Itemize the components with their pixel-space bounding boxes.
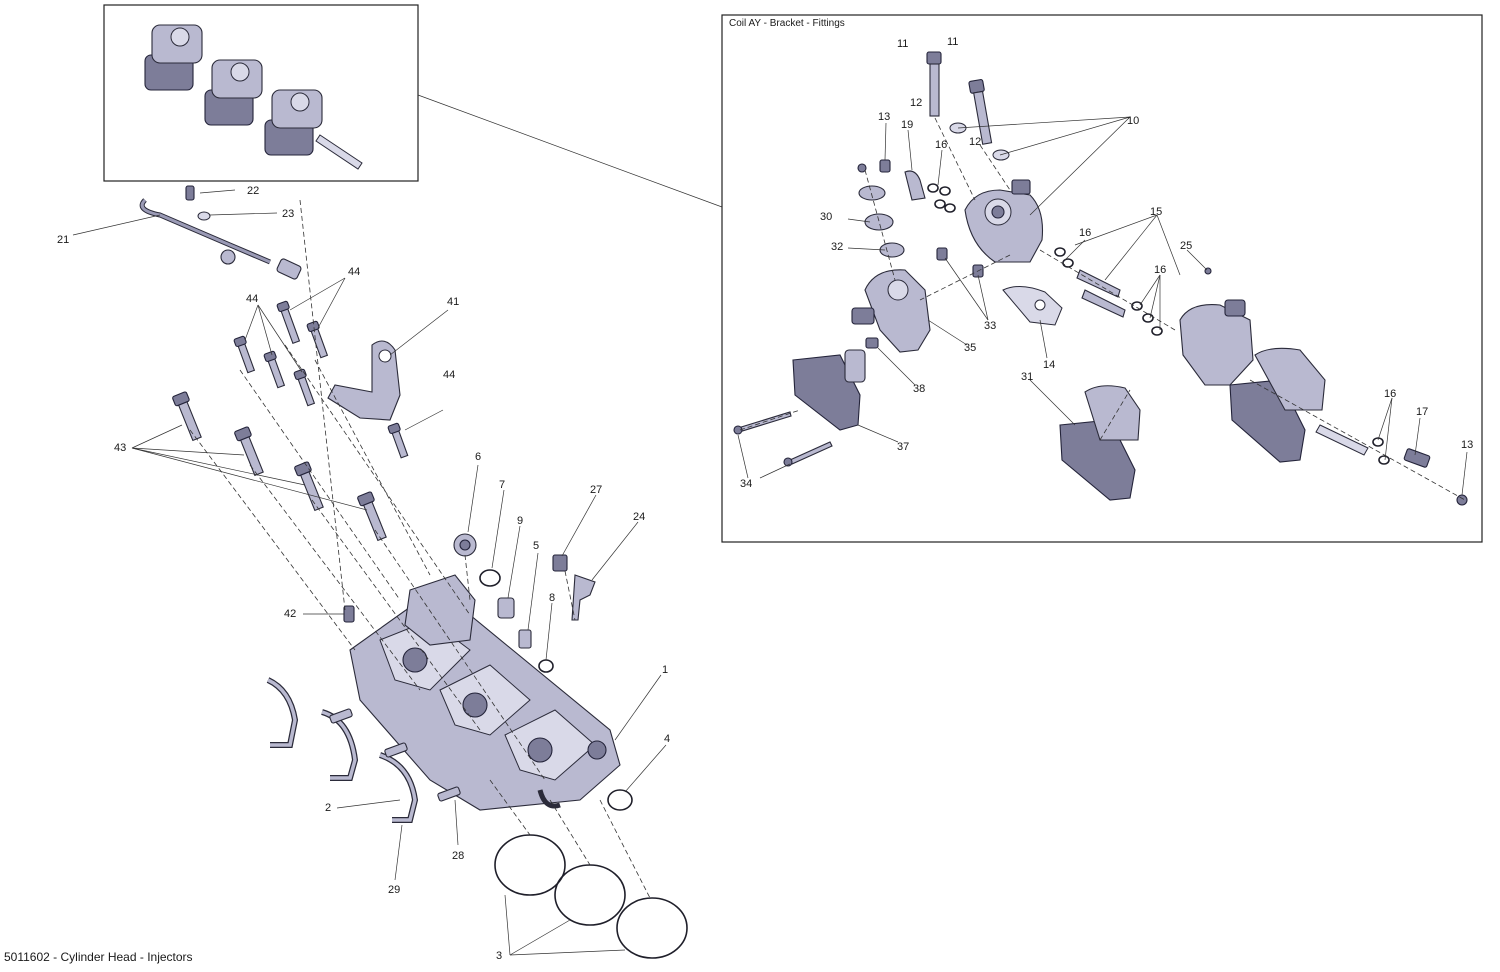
o-ring-3 [494, 834, 566, 896]
inset-spacers-15 [1054, 247, 1163, 336]
coil-bracket-inset: Coil AY - Bracket - Fittings [721, 14, 1483, 543]
inset-bolt-11-left [926, 51, 942, 117]
callout-16: 16 [935, 139, 947, 151]
o-ring-4 [607, 789, 633, 811]
callout-21: 21 [57, 234, 69, 246]
spark-plugs-28 [329, 708, 461, 802]
o-ring-3 [554, 864, 626, 926]
main-assembly-lines [189, 199, 651, 899]
callout-10: 10 [1127, 115, 1139, 127]
callout-33: 33 [984, 320, 996, 332]
inset-coil-31 [1059, 385, 1141, 501]
callout-11: 11 [897, 38, 908, 50]
thumbnail-connector-line [417, 94, 723, 208]
screw-22 [185, 185, 195, 201]
callout-13: 13 [1461, 439, 1473, 451]
callout-34: 34 [740, 478, 752, 490]
callout-24: 24 [633, 511, 645, 523]
callout-11: 11 [947, 36, 958, 48]
callout-5: 5 [533, 540, 539, 552]
bolts-43 [172, 391, 387, 542]
inset-bracket-35 [851, 269, 931, 353]
callout-15: 15 [1150, 206, 1162, 218]
o-ring-3 [616, 897, 688, 959]
callout-44: 44 [443, 369, 455, 381]
ignition-leads-29 [266, 677, 419, 823]
callout-12: 12 [969, 136, 981, 148]
callout-2: 2 [325, 802, 331, 814]
wire-harness-21 [139, 198, 302, 280]
callout-23: 23 [282, 208, 294, 220]
inset-clip-38 [865, 337, 879, 349]
main-leader-lines [72, 189, 667, 956]
callout-9: 9 [517, 515, 523, 527]
callout-43: 43 [114, 442, 126, 454]
diagram-caption: 5011602 - Cylinder Head - Injectors [4, 950, 193, 964]
inset-right-assembly [1179, 267, 1468, 506]
callout-42: 42 [284, 608, 296, 620]
callout-16: 16 [1384, 388, 1396, 400]
inset-title: Coil AY - Bracket - Fittings [729, 18, 845, 29]
callout-29: 29 [388, 884, 400, 896]
inset-gasket-14 [1002, 286, 1063, 326]
callout-1: 1 [662, 664, 668, 676]
callout-17: 17 [1416, 406, 1428, 418]
callout-16: 16 [1079, 227, 1091, 239]
callout-22: 22 [247, 185, 259, 197]
callout-38: 38 [913, 383, 925, 395]
callout-4: 4 [664, 733, 670, 745]
fittings-group [343, 533, 596, 673]
callout-41: 41 [447, 296, 459, 308]
inset-screw-33 [936, 247, 948, 261]
callout-19: 19 [901, 119, 913, 131]
callout-13: 13 [878, 111, 890, 123]
callout-16: 16 [1154, 264, 1166, 276]
washer-23 [197, 211, 211, 221]
callout-28: 28 [452, 850, 464, 862]
inset-coil-37 [792, 349, 866, 431]
inset-bolt-11-right [968, 79, 993, 145]
callout-6: 6 [475, 451, 481, 463]
assembled-coil-thumbnail [103, 4, 419, 182]
callout-44: 44 [246, 293, 258, 305]
callout-25: 25 [1180, 240, 1192, 252]
callout-32: 32 [831, 241, 843, 253]
bolts-44 [233, 300, 409, 459]
callout-44: 44 [348, 266, 360, 278]
callout-3: 3 [496, 950, 502, 962]
callout-37: 37 [897, 441, 909, 453]
callout-30: 30 [820, 211, 832, 223]
cylinder-head-1 [349, 574, 621, 811]
inset-upper-bracket [964, 179, 1044, 263]
callout-8: 8 [549, 592, 555, 604]
callout-31: 31 [1021, 371, 1033, 383]
callout-7: 7 [499, 479, 505, 491]
callout-12: 12 [910, 97, 922, 109]
callout-14: 14 [1043, 359, 1055, 371]
callout-35: 35 [964, 342, 976, 354]
callout-27: 27 [590, 484, 602, 496]
